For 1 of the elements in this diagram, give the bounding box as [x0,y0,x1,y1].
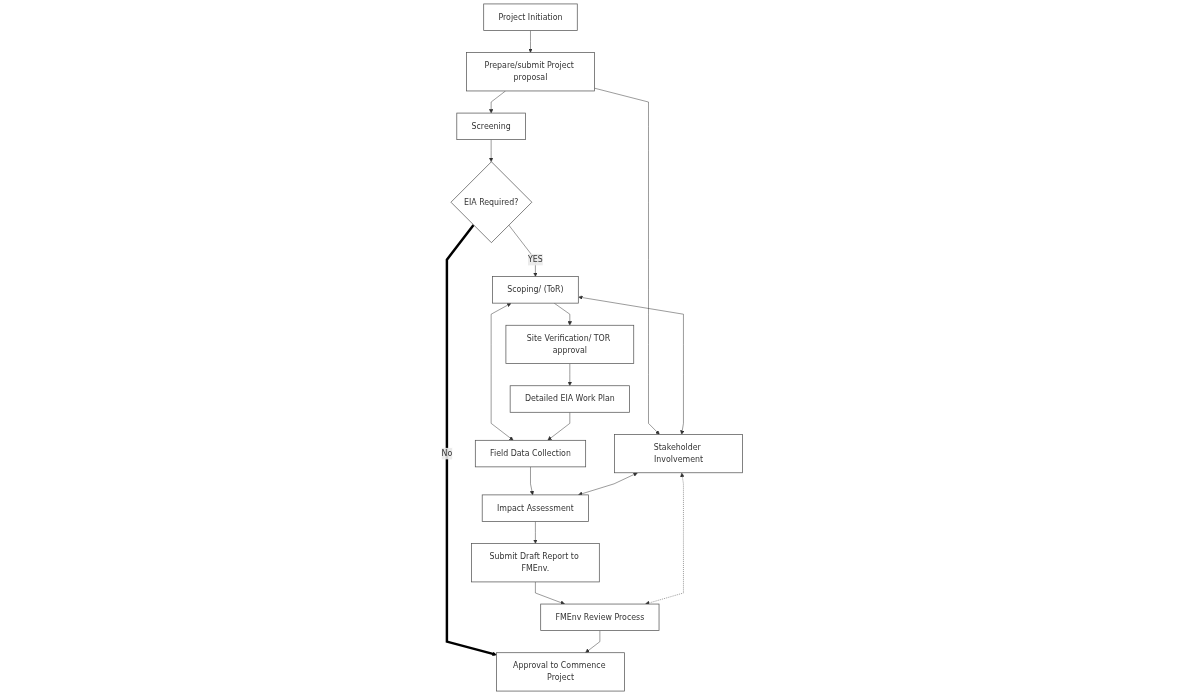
arrow [445,224,497,656]
